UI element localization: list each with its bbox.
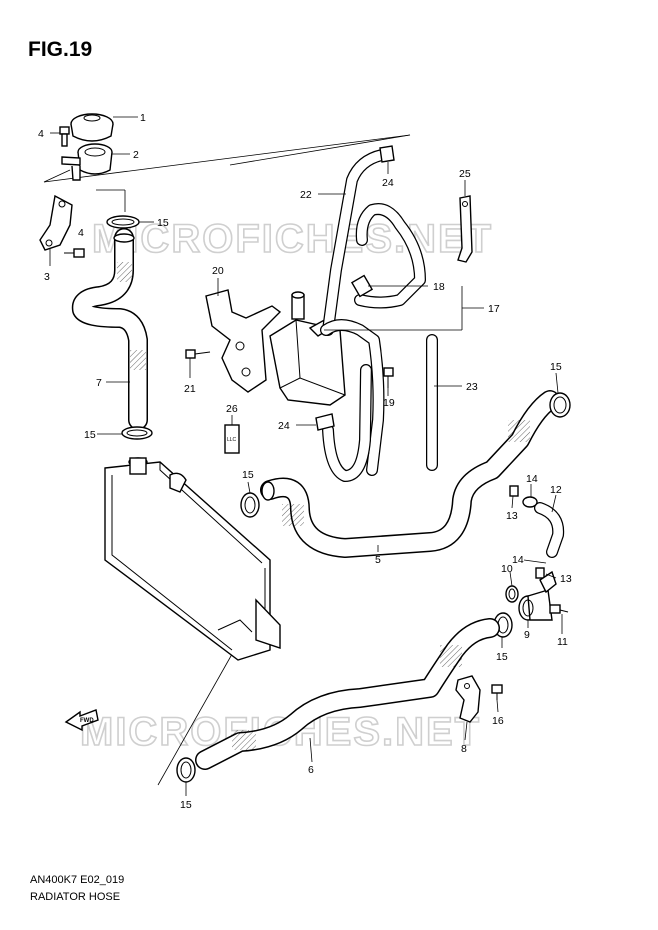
breather-hose: [322, 364, 372, 482]
bolt-21: [185, 349, 211, 359]
callout-8: 8: [461, 743, 467, 755]
callout-26: 26: [226, 403, 238, 415]
bracket-25: [457, 195, 473, 263]
clamp-15-c: [240, 492, 260, 518]
callout-14-b: 14: [512, 554, 524, 566]
callout-15-c: 15: [242, 469, 254, 481]
clamp-15-d: [549, 392, 571, 418]
callout-24-lower: 24: [278, 420, 290, 432]
callout-2: 2: [133, 149, 139, 161]
figure-title: FIG.19: [28, 38, 93, 61]
callout-3: 3: [44, 271, 50, 283]
forward-arrow-label: FWD: [80, 718, 94, 724]
bolt-19: [383, 367, 394, 388]
radiator: [104, 457, 281, 661]
reservoir-tank: [269, 291, 346, 406]
bolt-16: [491, 684, 503, 700]
footer-code: AN400K7 E02_019: [30, 874, 125, 886]
thermostat-housing-9: [518, 570, 557, 621]
callout-24-top: 24: [382, 177, 394, 189]
callout-17: 17: [488, 303, 500, 315]
clamp-15-a: [106, 215, 140, 229]
hose-6: [195, 618, 500, 770]
callout-7: 7: [96, 377, 102, 389]
hose-12: [522, 496, 565, 558]
hose-17: [320, 203, 426, 476]
leader-lines: [49, 116, 563, 796]
watermark-top: MICROFICHES.NET: [92, 217, 493, 261]
callout-10: 10: [501, 563, 513, 575]
callout-15-f: 15: [180, 799, 192, 811]
gasket-10: [505, 585, 519, 603]
callout-25: 25: [459, 168, 471, 180]
callout-13-a: 13: [506, 510, 518, 522]
llc-label: LLC: [224, 424, 240, 454]
forward-arrow-icon: FWD: [64, 709, 99, 732]
callout-23: 23: [466, 381, 478, 393]
bolt-13-a: [509, 485, 519, 497]
callout-15-b: 15: [84, 429, 96, 441]
callout-4-mid: 4: [78, 227, 84, 239]
callout-numbers: 1 2 4 15 4 3 7 15 20 21 26 22 24 25 18 1…: [38, 112, 572, 811]
bracket-20: [205, 289, 282, 393]
bolt-11: [549, 604, 569, 614]
hose-7: [71, 228, 148, 430]
callout-22: 22: [300, 189, 312, 201]
callout-13-b: 13: [560, 573, 572, 585]
callout-6: 6: [308, 764, 314, 776]
callout-5: 5: [375, 554, 381, 566]
bracket-3: [39, 194, 85, 258]
clamp-15-f: [176, 757, 196, 783]
bolt-13-b: [535, 567, 545, 579]
callout-9: 9: [524, 629, 530, 641]
callout-14-a: 14: [526, 473, 538, 485]
filler-neck: [61, 143, 113, 181]
bracket-8: [455, 675, 481, 723]
hose-5: [260, 390, 560, 558]
footer-name: RADIATOR HOSE: [30, 891, 121, 903]
callout-1: 1: [140, 112, 146, 124]
svg-text:LLC: LLC: [227, 437, 237, 443]
callout-11: 11: [557, 636, 568, 648]
callout-19: 19: [383, 397, 395, 409]
radiator-cap: [70, 113, 114, 142]
clamp-24-top: [379, 145, 395, 163]
clamp-24-lower: [315, 413, 335, 431]
callout-18: 18: [433, 281, 445, 293]
callout-20: 20: [212, 265, 224, 277]
callout-15-d: 15: [550, 361, 562, 373]
callout-15-a: 15: [157, 217, 169, 229]
callout-16: 16: [492, 715, 504, 727]
clamp-15-b: [121, 426, 153, 440]
callout-4-top: 4: [38, 128, 44, 140]
callout-12: 12: [550, 484, 562, 496]
bolt-4-top: [59, 126, 70, 147]
hose-22: [322, 149, 388, 336]
callout-15-e: 15: [496, 651, 508, 663]
callout-21: 21: [184, 383, 196, 395]
